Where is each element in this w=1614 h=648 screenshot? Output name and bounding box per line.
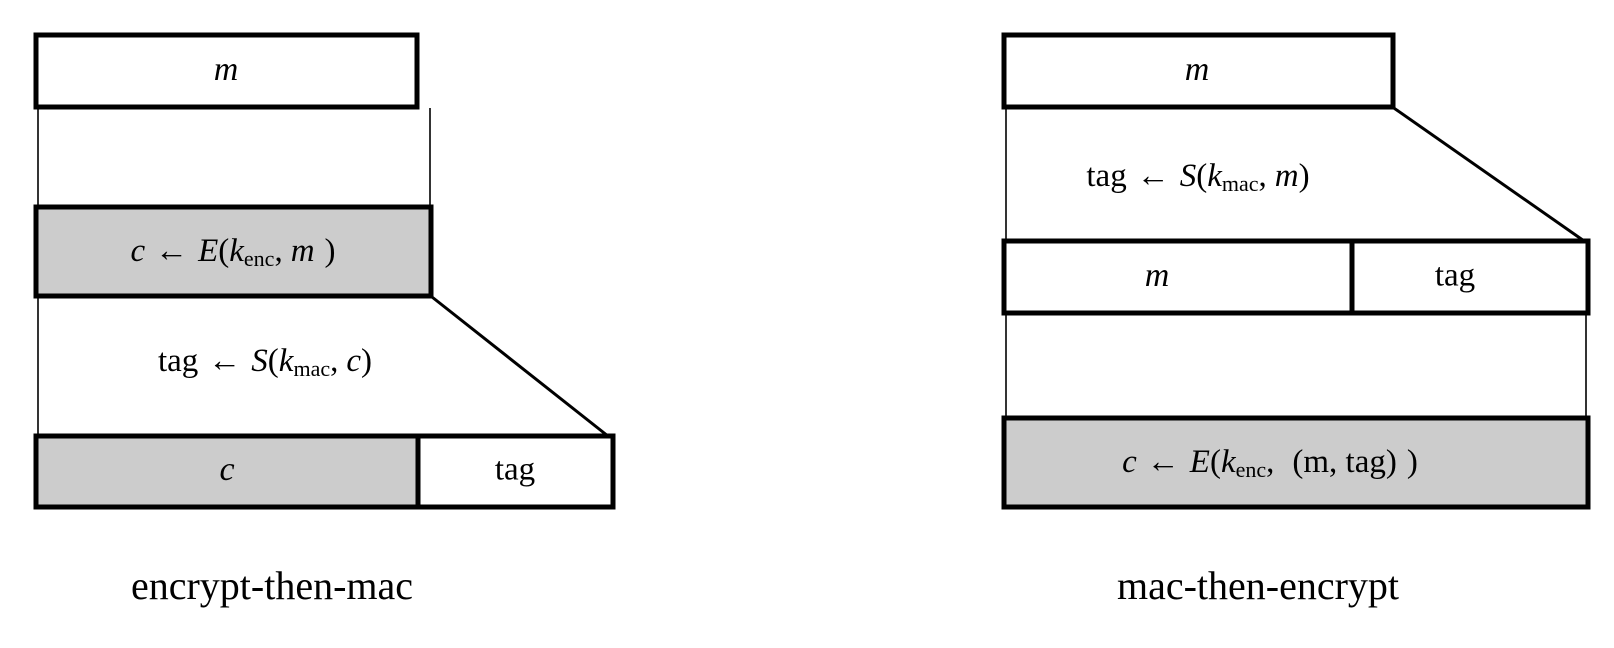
mte-encrypt-arg: (m, tag) bbox=[1292, 444, 1396, 480]
etm-mac-op-text: tag ← S(kmac,c) bbox=[158, 343, 372, 381]
etm-encrypt-func: E bbox=[197, 233, 218, 269]
etm-encrypt-key-sub: enc bbox=[244, 246, 275, 271]
etm-row-message-box bbox=[33, 32, 420, 110]
etm-encrypt-result: c bbox=[130, 233, 145, 269]
mte-mac-open: ( bbox=[1196, 158, 1207, 194]
mte-mac-func: S bbox=[1180, 158, 1197, 194]
mte-encrypt-key: k bbox=[1221, 444, 1237, 480]
etm-cell-m-label: m bbox=[214, 51, 239, 88]
mte-mac-op-text: tag ← S(kmac,m) bbox=[1086, 158, 1309, 196]
etm-mac-result: tag bbox=[158, 343, 198, 379]
mte-cell-m2-label: m bbox=[1145, 257, 1170, 294]
etm-mac-open: ( bbox=[268, 343, 279, 379]
etm-encrypt-comma: , bbox=[274, 233, 282, 269]
mte-mac-key-sub: mac bbox=[1222, 171, 1259, 196]
mte-mac-arg: m bbox=[1275, 158, 1299, 194]
mte-mac-comma: , bbox=[1259, 158, 1267, 194]
etm-encrypt-arrow: ← bbox=[155, 233, 188, 269]
etm-encrypt-close: ) bbox=[325, 233, 336, 269]
mte-encrypt-arrow: ← bbox=[1147, 444, 1180, 480]
etm-mac-close: ) bbox=[361, 343, 372, 379]
mte-encrypt-key-sub: enc bbox=[1236, 457, 1267, 482]
panel-mac-then-encrypt: m tag←S(kmac,m) m tag c←E(kenc,(m, tag))… bbox=[1001, 32, 1591, 608]
etm-encrypt-op-text: c ←E(kenc,m) bbox=[130, 233, 335, 271]
mte-row-message-box bbox=[1001, 32, 1396, 110]
etm-encrypt-open: ( bbox=[218, 233, 229, 269]
mte-encrypt-func: E bbox=[1189, 444, 1210, 480]
mte-mac-close: ) bbox=[1299, 158, 1310, 194]
etm-cell-tag-label: tag bbox=[495, 452, 535, 488]
etm-mac-key-sub: mac bbox=[293, 356, 330, 381]
etm-mac-key: k bbox=[279, 343, 295, 379]
mte-row-encrypt-box bbox=[1001, 415, 1591, 510]
mte-cell-m-label: m bbox=[1185, 51, 1210, 88]
mte-mac-result: tag bbox=[1086, 158, 1126, 194]
mte-encrypt-open: ( bbox=[1210, 444, 1221, 480]
etm-mac-arrow: ← bbox=[208, 343, 241, 379]
etm-cell-tag-box bbox=[415, 433, 616, 510]
etm-encrypt-key: k bbox=[229, 233, 245, 269]
mte-cell-tag-box bbox=[1349, 238, 1591, 316]
mte-encrypt-comma: , bbox=[1266, 444, 1274, 480]
etm-mac-arg: c bbox=[346, 343, 361, 379]
etm-cell-c-label: c bbox=[219, 451, 234, 488]
mte-cell-tag-label: tag bbox=[1435, 258, 1475, 294]
panel-encrypt-then-mac: m c←E(kenc,m) tag←S(kmac,c) c tag encryp… bbox=[33, 32, 616, 608]
caption-mac-then-encrypt: mac-then-encrypt bbox=[1117, 563, 1399, 608]
etm-encrypt-arg: m bbox=[291, 233, 315, 269]
mte-encrypt-op-text: c ←E(kenc, (m, tag)) bbox=[1122, 444, 1418, 482]
mte-encrypt-result: c bbox=[1122, 444, 1137, 480]
etm-diagonal-expand bbox=[431, 295, 614, 442]
mte-cell-m2-box bbox=[1001, 238, 1357, 316]
mte-diagonal-expand bbox=[1390, 104, 1588, 245]
mte-mac-arrow: ← bbox=[1137, 158, 1170, 194]
etm-mac-func: S bbox=[251, 343, 268, 379]
etm-row-encrypt-box bbox=[33, 204, 434, 299]
mte-mac-key: k bbox=[1207, 158, 1223, 194]
etm-cell-c-box bbox=[33, 433, 421, 510]
caption-encrypt-then-mac: encrypt-then-mac bbox=[131, 563, 413, 608]
etm-mac-comma: , bbox=[330, 343, 338, 379]
mte-encrypt-close: ) bbox=[1407, 444, 1418, 480]
